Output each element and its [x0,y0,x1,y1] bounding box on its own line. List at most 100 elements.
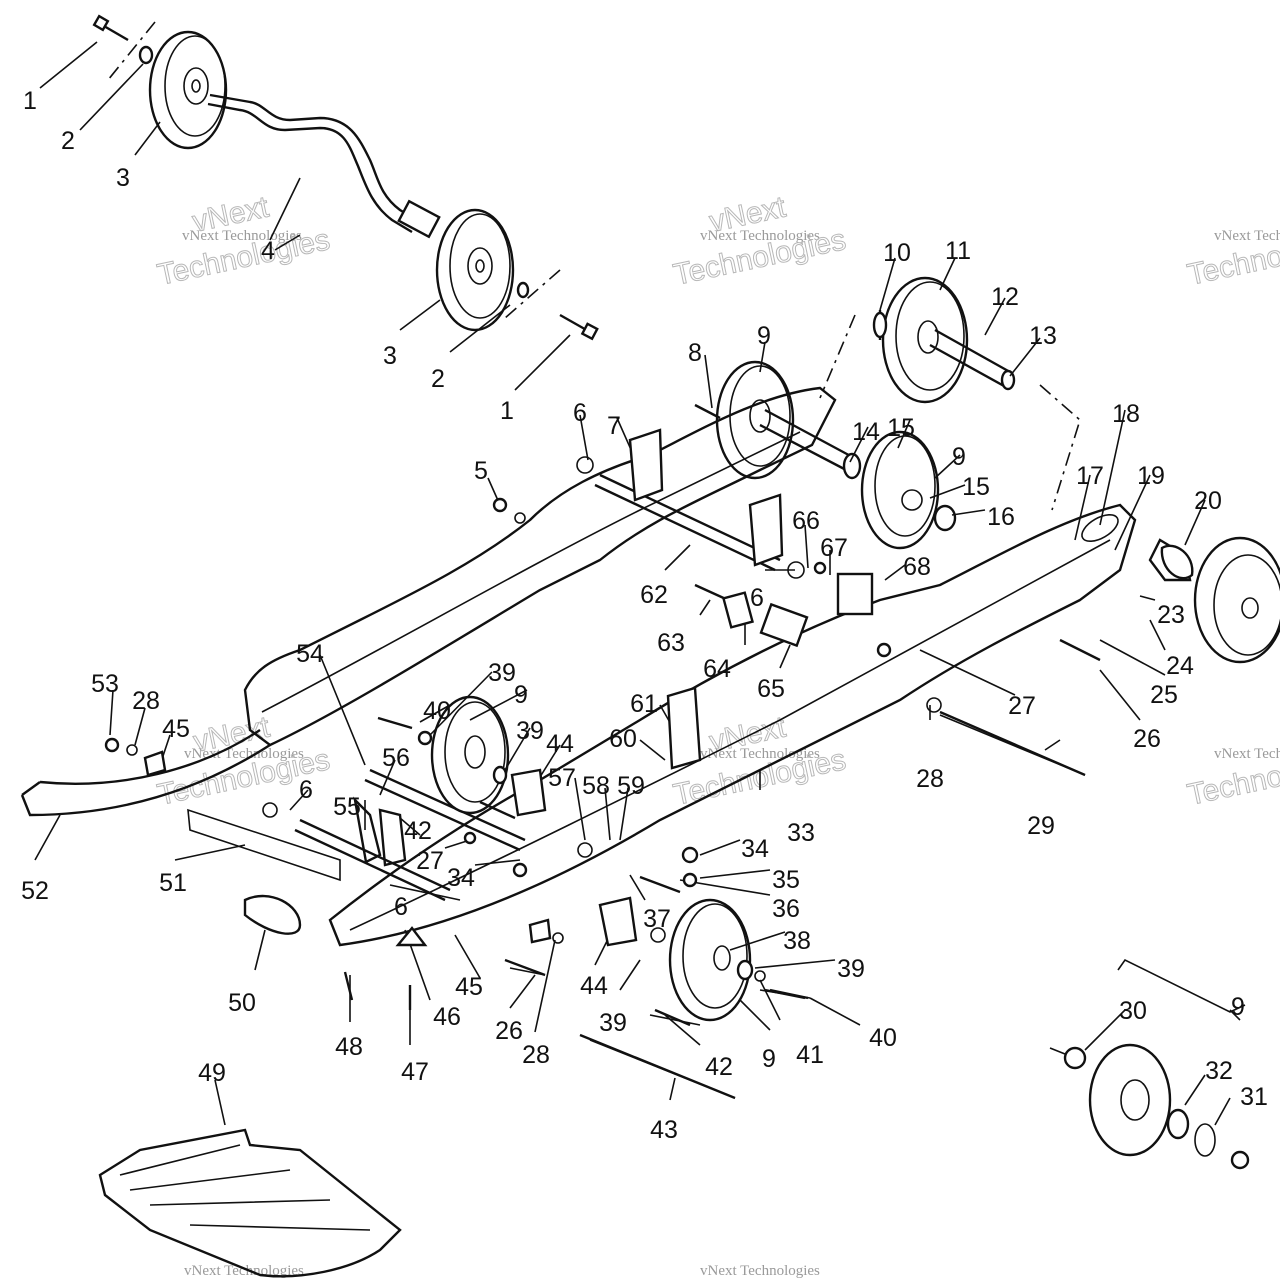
part-label-2: 2 [431,365,445,393]
part-label-28: 28 [132,687,160,715]
part-label-30: 30 [1119,997,1147,1025]
bracket-7 [628,428,664,502]
part-label-6: 6 [573,399,587,427]
bent-axle-lower [207,102,413,234]
part-label-27: 27 [1008,692,1036,720]
centerline [107,21,156,81]
watermark-text: vNext Technologies [1214,228,1280,244]
washer-top [138,45,154,65]
part-label-9: 9 [952,443,966,471]
watermark-text: vNext Technologies [1214,746,1280,762]
part-label-29: 29 [1027,812,1055,840]
part-label-24: 24 [1166,652,1194,680]
part-label-66: 66 [792,507,820,535]
part-label-55: 55 [333,793,361,821]
hardware-and-leaders [34,41,1241,1126]
part-46 [395,926,428,947]
part-label-4: 4 [261,237,275,265]
part-label-9: 9 [757,322,771,350]
detail-bracket [1117,958,1246,1013]
part-label-34: 34 [741,835,769,863]
part-label-26: 26 [495,1017,523,1045]
part-label-7: 7 [607,412,621,440]
part-label-48: 48 [335,1033,363,1061]
part-label-65: 65 [757,675,785,703]
part-label-12: 12 [991,283,1019,311]
part-label-6: 6 [750,584,764,612]
part-label-14: 14 [852,418,880,446]
link-56 [353,796,382,864]
watermark-text: vNext Technologies [700,746,820,762]
part-label-50: 50 [228,989,256,1017]
part-label-17: 17 [1076,462,1104,490]
part-label-27: 27 [416,847,444,875]
part-label-6: 6 [394,893,408,921]
bushing-64 [722,591,754,629]
part-label-9: 9 [1231,993,1245,1021]
part-label-2: 2 [61,127,75,155]
block-45 [143,750,167,777]
part-label-44: 44 [580,972,608,1000]
part-label-8: 8 [688,339,702,367]
part-label-44: 44 [546,730,574,758]
part-label-59: 59 [617,772,645,800]
part-label-33: 33 [787,819,815,847]
bolt-head [92,14,110,32]
part-label-15: 15 [887,414,915,442]
upper-idler-wheel-9 [715,360,795,480]
part-label-32: 32 [1205,1057,1233,1085]
part-label-61: 61 [630,690,658,718]
bracket-68 [836,572,874,616]
part-label-54: 54 [296,640,324,668]
part-label-1: 1 [23,87,37,115]
watermark-text: vNext Technologies [700,1263,820,1279]
part-label-35: 35 [772,866,800,894]
left-rail-curve [20,743,271,817]
watermark-text: vNext Technologies [182,228,302,244]
part-label-46: 46 [433,1003,461,1031]
front-idler-axle-assembly [92,14,599,341]
part-label-41: 41 [796,1041,824,1069]
bracket-61 [666,686,702,770]
part-label-49: 49 [198,1059,226,1087]
part-label-34: 34 [447,864,475,892]
bracket-44b [598,896,638,947]
part-label-39: 39 [837,955,865,983]
bracket-44 [510,768,547,817]
watermark-text: vNext Technologies [700,228,820,244]
part-label-19: 19 [1137,462,1165,490]
part-label-43: 43 [650,1116,678,1144]
cross-shafts [187,473,781,902]
part-label-67: 67 [820,534,848,562]
shaft-55 [294,818,451,902]
part-label-52: 52 [21,877,49,905]
watermark-text: vNext Technologies [184,746,304,762]
part-label-3: 3 [383,342,397,370]
part-label-56: 56 [382,744,410,772]
part-label-23: 23 [1157,601,1185,629]
left-slide-rail [20,386,837,817]
part-label-57: 57 [548,764,576,792]
part-label-39: 39 [599,1009,627,1037]
part-label-51: 51 [159,869,187,897]
part-label-42: 42 [404,817,432,845]
idler-wheel-right [435,208,515,332]
part-label-53: 53 [91,670,119,698]
part-label-45: 45 [162,715,190,743]
track-section-49 [98,1128,402,1278]
part-label-20: 20 [1194,487,1222,515]
part-label-38: 38 [783,927,811,955]
rear-shaft [929,328,1011,388]
part-label-15: 15 [962,473,990,501]
part-label-31: 31 [1240,1083,1268,1111]
shaft-upper [594,473,781,572]
shaft-54 [364,768,526,852]
part-label-6: 6 [299,776,313,804]
part-label-39: 39 [488,659,516,687]
part-label-28: 28 [916,765,944,793]
part-label-58: 58 [582,772,610,800]
wheel-bearing-detail [1049,958,1250,1170]
part-label-45: 45 [455,973,483,1001]
